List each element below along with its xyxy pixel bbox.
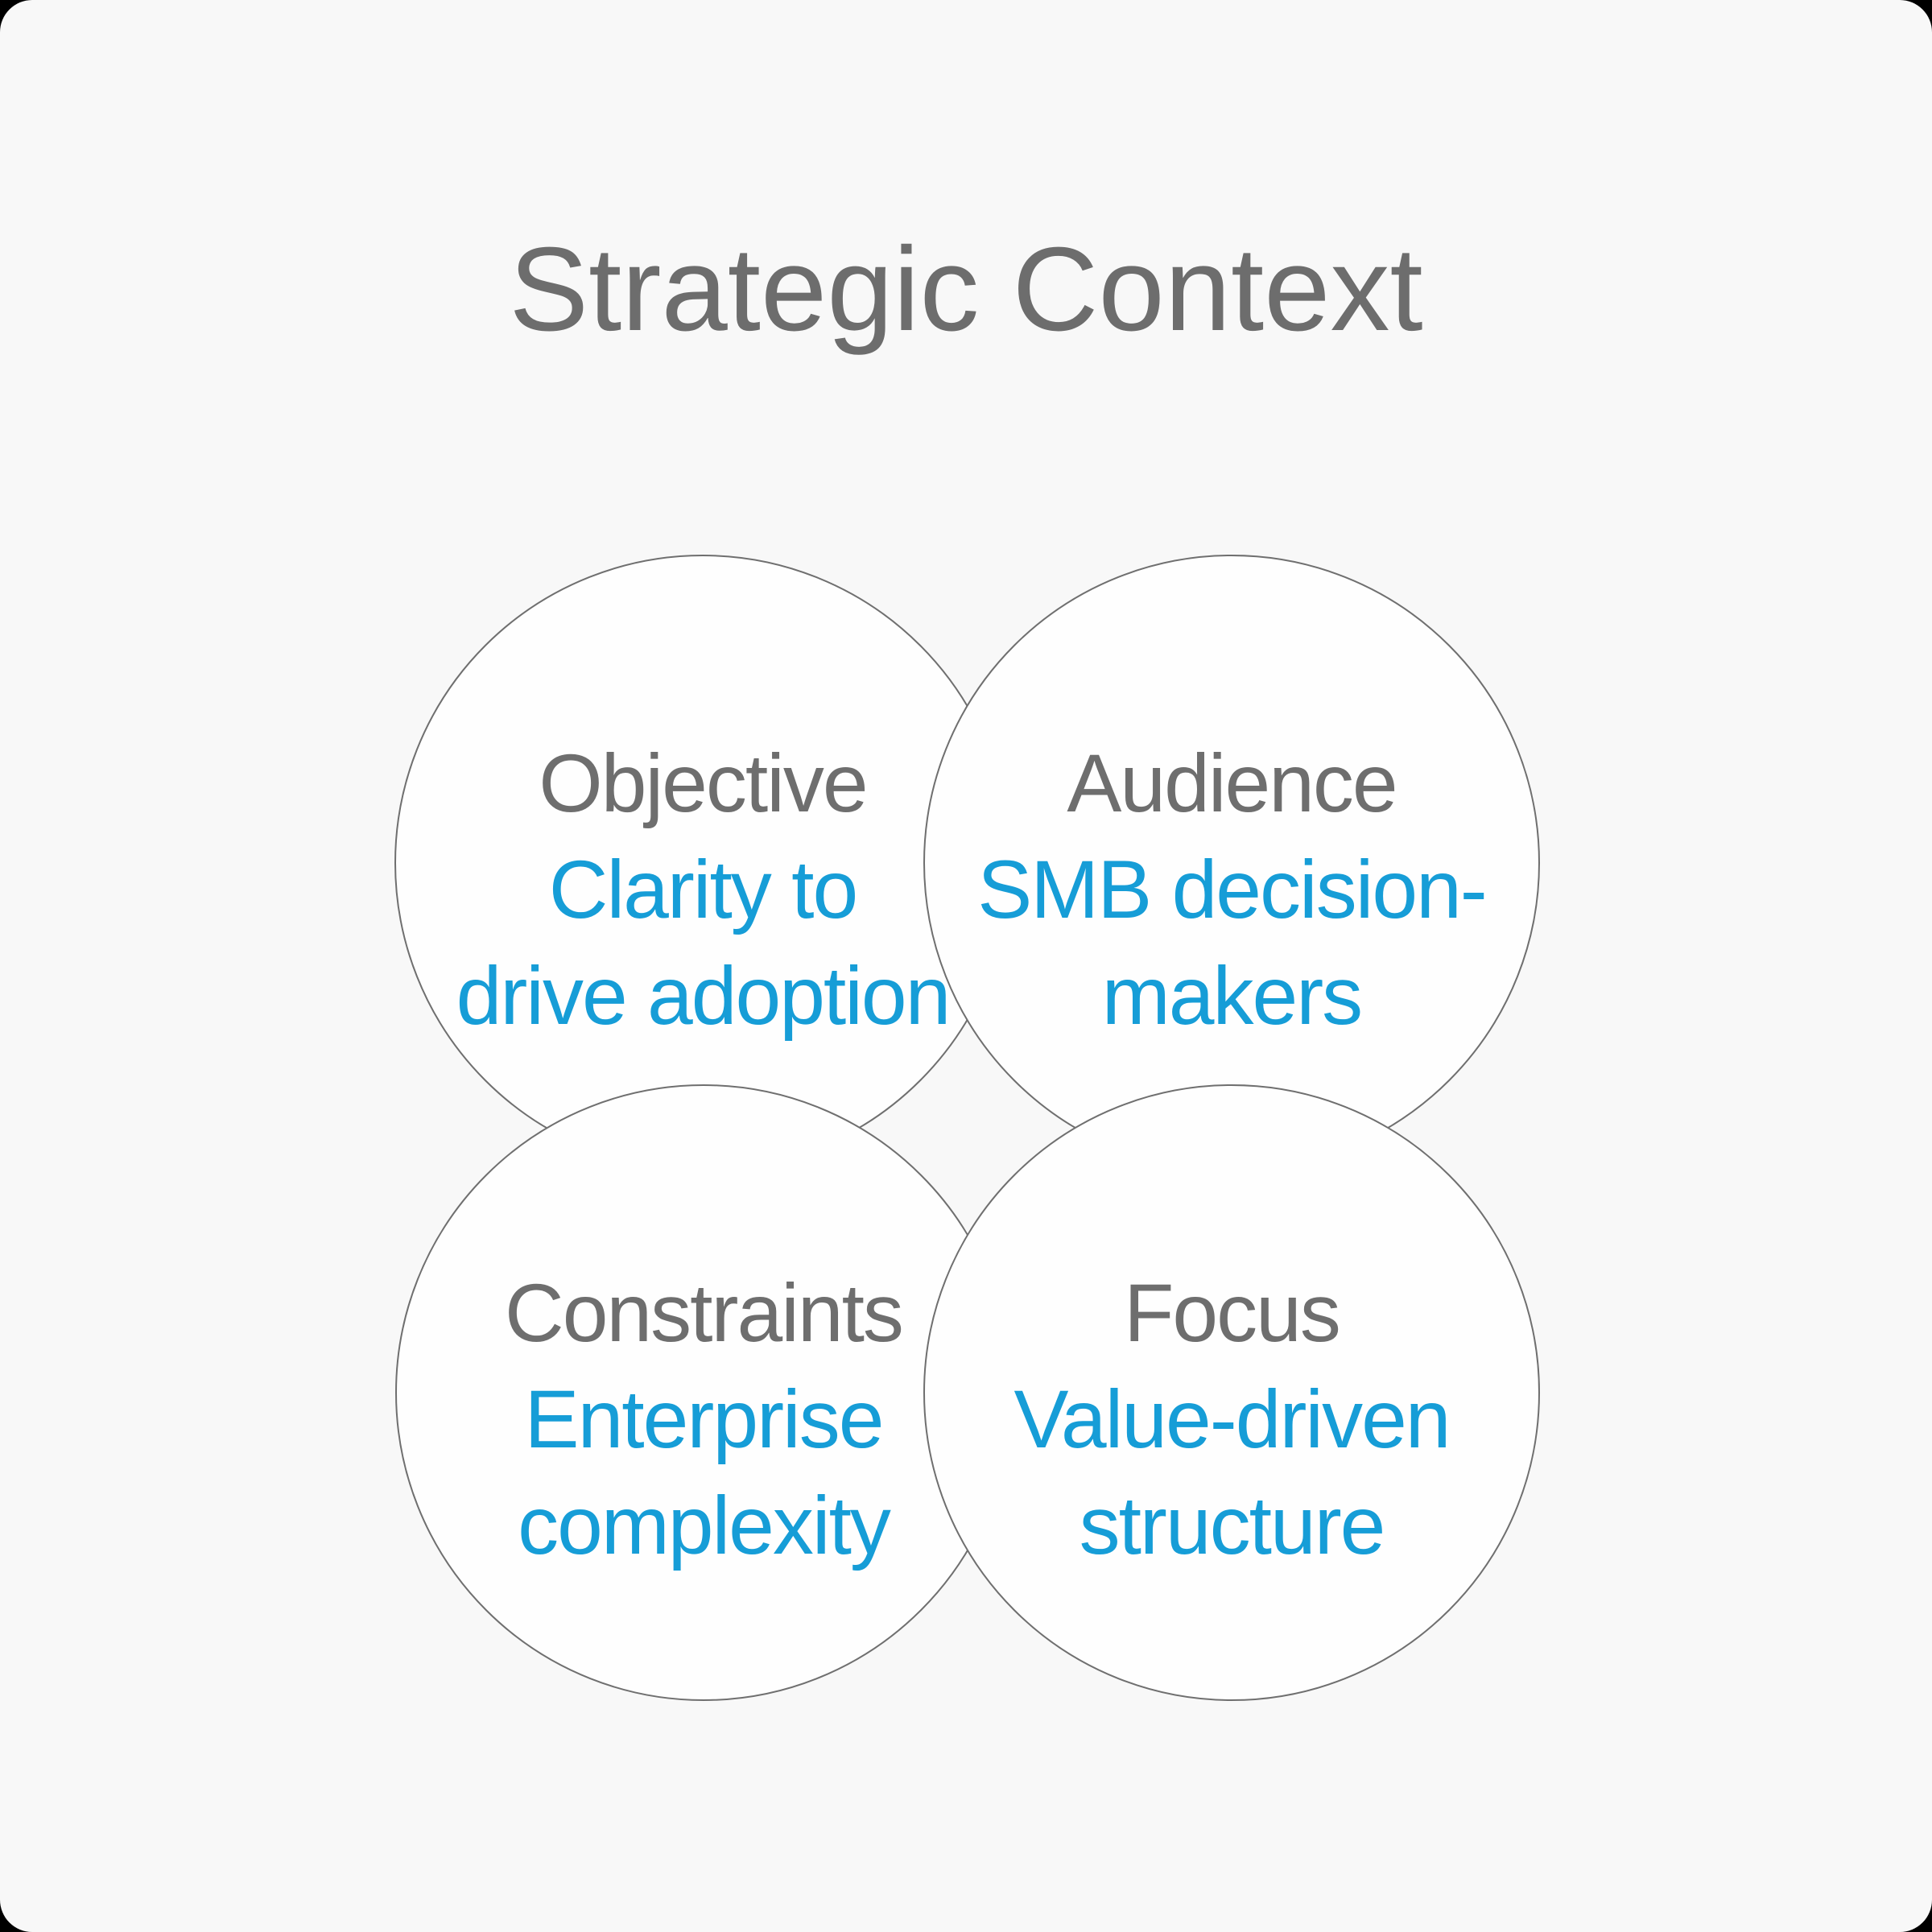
focus-text-block: Focus Value-driven structure — [910, 1260, 1554, 1579]
constraints-value-line-2: complexity — [518, 1480, 891, 1571]
focus-value-line-2: structure — [1079, 1480, 1386, 1571]
objective-text-block: Objective Clarity to drive adoption — [381, 730, 1025, 1049]
audience-text-block: Audience SMB decision- makers — [910, 730, 1554, 1049]
focus-label: Focus — [1124, 1267, 1341, 1359]
objective-label: Objective — [539, 737, 868, 829]
audience-value-line-2: makers — [1101, 950, 1363, 1042]
objective-value-line-2: drive adoption — [456, 950, 952, 1042]
focus-value-line-1: Value-driven — [1013, 1373, 1451, 1465]
constraints-value-line-1: Enterprise — [524, 1373, 885, 1465]
constraints-label: Constraints — [505, 1267, 904, 1359]
audience-label: Audience — [1067, 737, 1397, 829]
constraints-text-block: Constraints Enterprise complexity — [382, 1260, 1026, 1579]
focus-circle — [923, 1084, 1540, 1701]
audience-value-line-1: SMB decision- — [977, 844, 1488, 935]
slide-title: Strategic Context — [509, 223, 1423, 356]
objective-value-line-1: Clarity to — [548, 844, 858, 935]
